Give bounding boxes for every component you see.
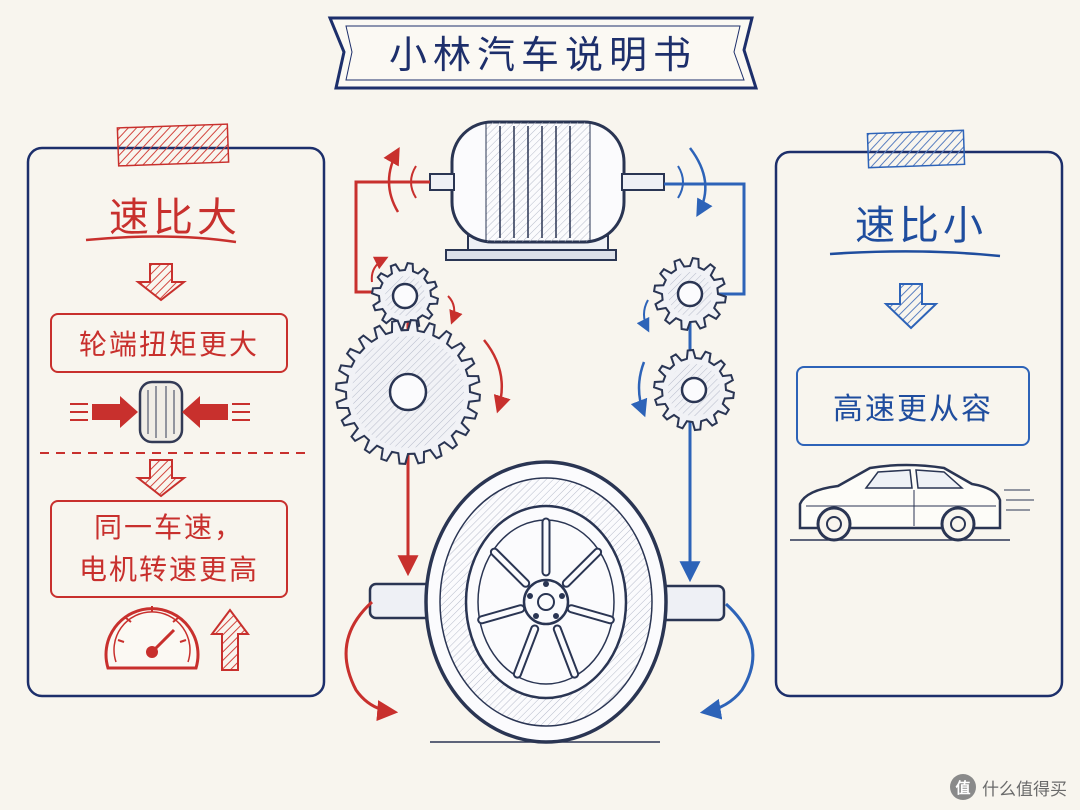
title-banner [327,16,759,90]
down-arrow-icon [135,263,187,302]
gear-rotation-arrow [447,295,463,325]
wheel-tire [424,460,668,744]
wheel-spoke [563,549,601,586]
watermark-text: 什么值得买 [982,779,1067,800]
right-output-rotation-arrow [699,602,755,720]
left-panel-box-torque: 轮端扭矩更大 [50,313,288,373]
gear-rotation-arrow [630,361,648,418]
right-heading-underline [829,250,1001,258]
box-line: 电机转速更高 [78,553,259,586]
gear-rotation-arrow [483,339,511,414]
gear-rotation-arrow [636,299,650,333]
down-arrow-icon [135,459,187,498]
sedan-car-icon [790,463,1034,542]
low-ratio-power-path [664,182,746,583]
watermark: 值 什么值得买 [950,770,1078,804]
wheel-spoke [554,626,578,677]
right-panel-frame [774,129,1064,698]
wheel-spoke [514,626,538,677]
right-panel-heading: 速比小 [855,203,987,249]
motor-right-rotation-arrow [689,147,713,218]
left-output-rotation-arrow [344,600,399,722]
tire-compression-icon [70,380,250,444]
wheel-spoke [568,606,613,623]
speedometer-icon [104,606,200,670]
small-gear-left-hub [391,282,419,310]
up-arrow-icon [210,608,250,671]
right-panel-box-high-speed: 高速更从容 [796,366,1030,446]
motor-right-rotation-mark [677,165,684,199]
gear-set [335,256,735,465]
left-panel-heading: 速比大 [109,195,241,241]
watermark-logo-icon: 值 [950,774,976,800]
wheel-spoke [491,549,529,586]
gear-right-lower-hub [680,376,708,404]
left-heading-underline [85,235,237,244]
left-panel-box-motor-speed: 同一车速， 电机转速更高 [50,500,288,598]
gear-right-upper-hub [676,280,704,308]
large-gear-left-hub [388,372,428,412]
page-title: 小林汽车说明书 [388,32,697,77]
left-panel-frame [26,123,326,698]
down-arrow-icon [883,283,939,330]
box-line: 同一车速， [93,511,244,544]
gear-rotation-arrow [370,256,389,283]
electric-motor [429,120,665,261]
wheel-spoke [479,606,524,623]
